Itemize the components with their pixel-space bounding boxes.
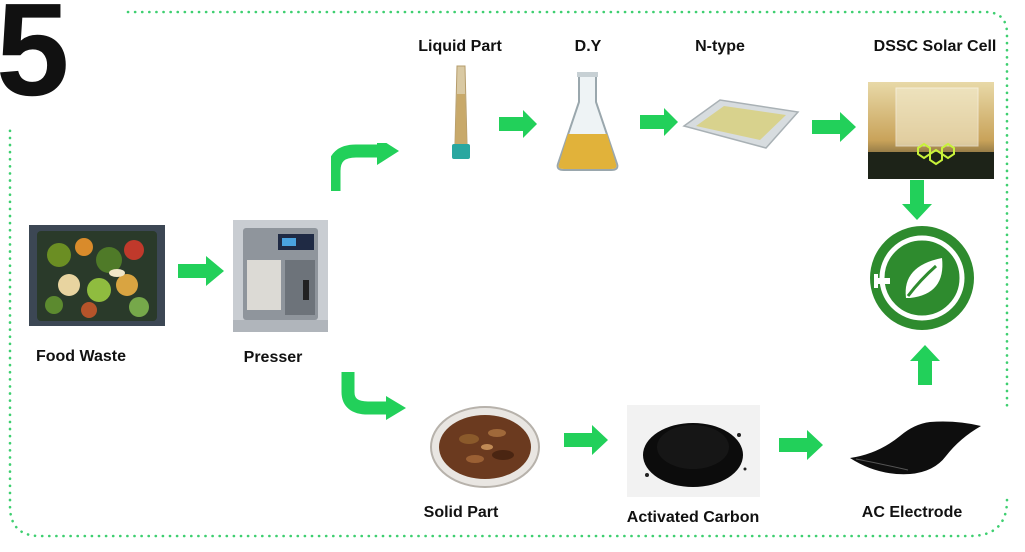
activated-carbon-label: Activated Carbon bbox=[626, 509, 760, 526]
arrow-right-icon bbox=[499, 110, 537, 138]
arrow-right-icon bbox=[178, 256, 224, 286]
curved-arrow-down-icon bbox=[341, 372, 406, 420]
carbon-powder-photo bbox=[627, 405, 760, 497]
food-waste-photo bbox=[29, 225, 165, 326]
arrow-right-icon bbox=[640, 108, 678, 136]
solar-cell-photo bbox=[868, 82, 994, 179]
solid-part-label: Solid Part bbox=[423, 504, 499, 521]
step-number: 5 bbox=[0, 0, 69, 123]
arrow-right-icon bbox=[779, 430, 823, 460]
presser-label: Presser bbox=[243, 349, 303, 366]
dish-of-solids-photo bbox=[430, 406, 540, 488]
liquid-part-label: Liquid Part bbox=[418, 38, 502, 55]
arrow-right-icon bbox=[812, 112, 856, 142]
carbon-sheet-icon bbox=[850, 421, 981, 475]
arrow-up-icon bbox=[910, 345, 940, 385]
n-type-label: N-type bbox=[695, 38, 745, 55]
arrow-down-icon bbox=[902, 180, 932, 220]
eco-leaf-plug-icon bbox=[870, 226, 974, 330]
arrow-right-icon bbox=[564, 425, 608, 455]
test-tube-icon bbox=[452, 65, 470, 159]
glass-plate-icon bbox=[682, 99, 800, 149]
juice-presser-photo bbox=[233, 220, 328, 332]
ac-electrode-label: AC Electrode bbox=[861, 504, 963, 521]
erlenmeyer-flask-icon bbox=[556, 72, 619, 171]
dy-label: D.Y bbox=[574, 38, 602, 55]
curved-arrow-up-icon bbox=[331, 143, 399, 191]
food-waste-label: Food Waste bbox=[35, 348, 127, 365]
dssc-label: DSSC Solar Cell bbox=[873, 38, 997, 55]
